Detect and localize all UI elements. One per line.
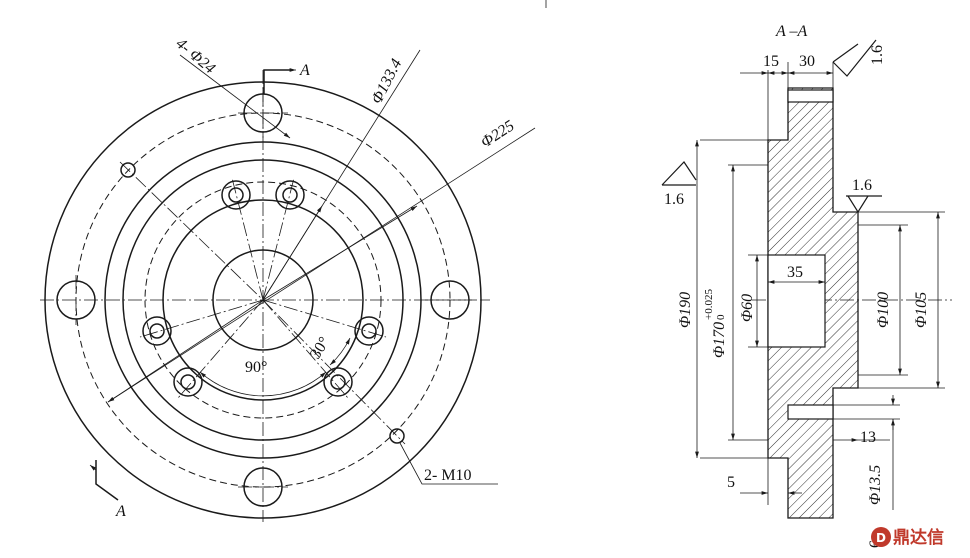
flange-step-circle [104,141,422,459]
roughness-left [661,161,697,186]
leader-tapped [399,442,498,485]
section-mark-bottom [95,460,119,501]
label-dia-170-lower: 0 [715,314,727,320]
angle-arc-90 [199,371,327,397]
label-rough-top: 1.6 [869,45,886,65]
label-dia-170-upper: +0.025 [703,289,715,320]
label-section-top: A [299,62,310,79]
label-dia-100: Φ100 [875,292,892,328]
counterbored-holes [139,177,387,399]
leader-outer-dia [107,127,536,403]
watermark-logo: D 鼎达信 [871,527,944,548]
roughness-top [832,39,877,77]
label-dia-60: Φ60 [739,294,756,322]
label-rough-left: 1.6 [664,191,684,208]
label-dia-170-base: Φ170 [711,322,728,358]
label-dim-35: 35 [787,264,803,281]
leader-bolt-holes [179,54,291,139]
label-angle-30: 30° [307,334,333,362]
bore-circle [212,249,314,351]
label-section-bottom: A [115,503,126,520]
hole-bottom-slot [787,404,834,420]
section-view: A –A 15 30 1.6 1.6 1.6 Φ190 Φ170 +0.025 … [661,23,952,548]
label-rough-mid: 1.6 [852,177,872,194]
label-dim-5: 5 [727,474,735,491]
watermark-text: 鼎达信 [893,527,944,548]
label-dim-13: 13 [860,429,876,446]
recess-circle [162,199,364,401]
label-dim-30: 30 [799,53,815,70]
spigot-circle [122,159,404,441]
label-section-title: A –A [775,23,807,40]
outer-rim-circle [44,81,482,519]
label-tapped-holes: 2- M10 [424,467,472,484]
label-angle-90: 90° [245,359,267,376]
label-dia-170: Φ170 +0.025 0 [703,289,728,358]
label-outer-dia: Φ225 [478,117,518,151]
angle-arc-30 [329,337,351,366]
roughness-mid [847,195,869,214]
bolt-holes [56,88,475,507]
front-view: 4- Φ24 Φ133.4 Φ225 90° 30° 2- M10 A A [40,35,536,522]
watermark-icon [871,527,891,547]
label-dia-13-5: Φ13.5 [867,465,884,505]
label-dia-105: Φ105 [913,292,930,328]
tapped-holes [119,161,406,445]
central-bore [767,254,826,348]
label-dia-190: Φ190 [677,292,694,328]
small-pcd-circle [144,181,382,419]
label-dim-15: 15 [763,53,779,70]
svg-text:D: D [876,531,886,545]
hole-top-slot [787,89,834,103]
label-bolt-holes: 4- Φ24 [172,35,218,77]
